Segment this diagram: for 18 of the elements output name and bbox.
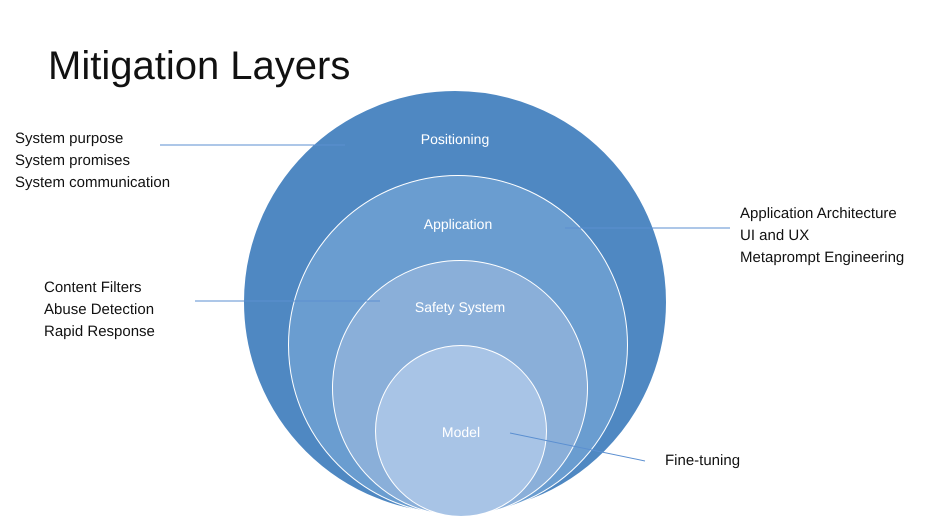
annotation-text: System purpose — [15, 129, 124, 149]
leader-line — [510, 432, 646, 462]
leader-line — [194, 300, 380, 302]
layer-label: Positioning — [420, 131, 490, 147]
annotation-text: UI and UX — [740, 226, 810, 246]
annotation-text: Metaprompt Engineering — [740, 248, 904, 268]
annotation-text: Application Architecture — [740, 204, 897, 224]
annotation-text: Content Filters — [44, 278, 142, 298]
annotation-text: Fine-tuning — [665, 451, 740, 471]
slide-title: Mitigation Layers — [48, 44, 350, 89]
layer-label: Application — [424, 216, 492, 232]
layer-label: Safety System — [414, 299, 506, 315]
annotation-text: System promises — [15, 151, 130, 171]
annotation-text: Rapid Response — [44, 322, 155, 342]
annotation-text: Abuse Detection — [44, 300, 154, 320]
annotation-text: System communication — [15, 173, 170, 193]
layer-label: Model — [442, 424, 480, 440]
leader-line — [160, 144, 346, 146]
